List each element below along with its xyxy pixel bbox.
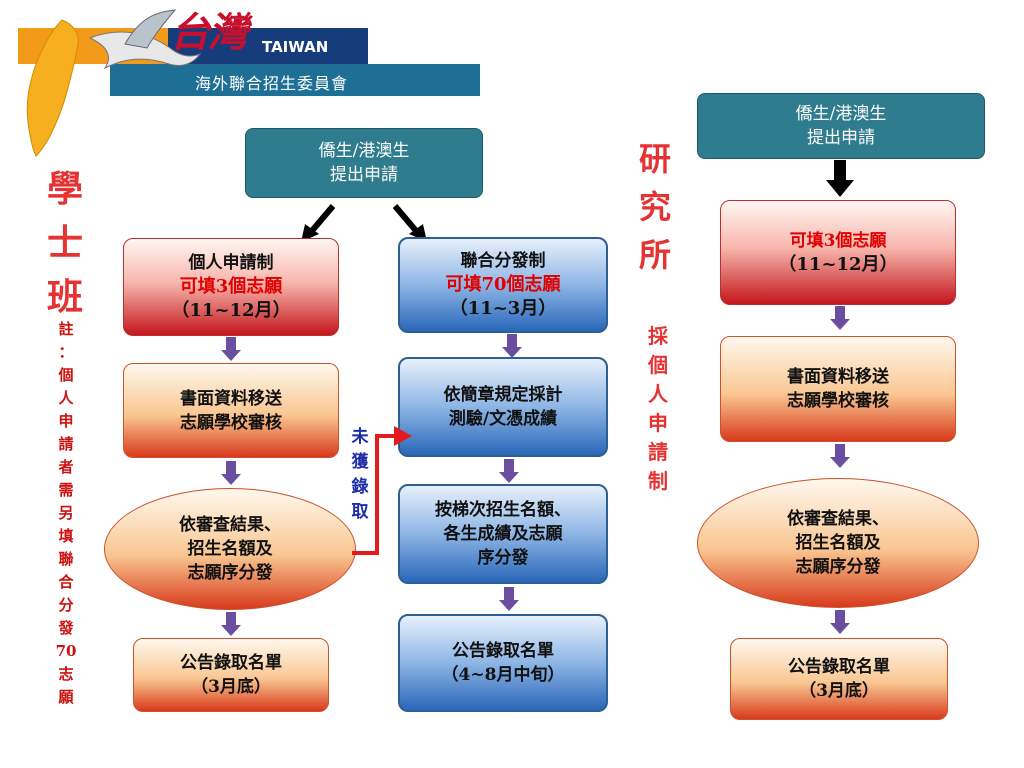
joint-score-box: 依簡章規定採計 測驗/文憑成績 [398,357,608,457]
joint-distribution-box: 聯合分發制 可填70個志願 （11~3月） [398,237,608,333]
graduate-review-box: 書面資料移送 志願學校審核 [720,336,956,442]
logo-taiwan-zh: 台灣 [170,9,248,56]
graduate-heading: 研 究 所 [638,140,671,274]
split-arrows [301,204,427,242]
personal-review-box: 書面資料移送 志願學校審核 [123,363,339,458]
graduate-assign-ellipse: 依審查結果、 招生名額及 志願序分發 [697,478,979,608]
arrow-down-icon [502,334,522,358]
taiwan-map-icon [26,19,79,157]
arrow-down-icon [221,461,241,485]
logo-org-name: 海外聯合招生委員會 [195,74,349,93]
logo-taiwan-en: TAIWAN [262,38,329,56]
graduate-method: 採 個 人 申 請 制 [648,324,668,493]
teal-bar [110,64,480,96]
bachelor-note: 註 ： 個 人 申 請 者 需 另 填 聯 合 分 發 70 志 願 [55,320,77,706]
joint-assign-box: 按梯次招生名額、 各生成績及志願 序分發 [398,484,608,584]
joint-result-box: 公告錄取名單 （4~8月中旬） [398,614,608,712]
personal-assign-ellipse: 依審查結果、 招生名額及 志願序分發 [104,488,356,610]
navy-bar [168,28,368,64]
personal-application-box: 個人申請制 可填3個志願 （11~12月） [123,238,339,336]
arrow-down-icon [499,587,519,611]
graduate-start-box: 僑生/港澳生 提出申請 [697,93,985,159]
arrow-down-icon [499,459,519,483]
arrow-down-icon [830,610,850,634]
arrow-down-icon [830,306,850,330]
graduate-result-box: 公告錄取名單 （3月底） [730,638,948,720]
graduate-application-box: 可填3個志願 （11~12月） [720,200,956,305]
not-admitted-label: 未 獲 錄 取 [351,427,369,522]
bachelor-heading: 學 士 班 [46,168,83,318]
personal-result-box: 公告錄取名單 （3月底） [133,638,329,712]
logo-banner: 台灣 TAIWAN 海外聯合招生委員會 [0,0,490,157]
arrow-down-icon [830,444,850,468]
bird-icon [88,9,202,70]
arrow-down-icon [221,337,241,361]
arrow-down-icon [221,612,241,636]
bachelor-start-box: 僑生/港澳生 提出申請 [245,128,483,198]
